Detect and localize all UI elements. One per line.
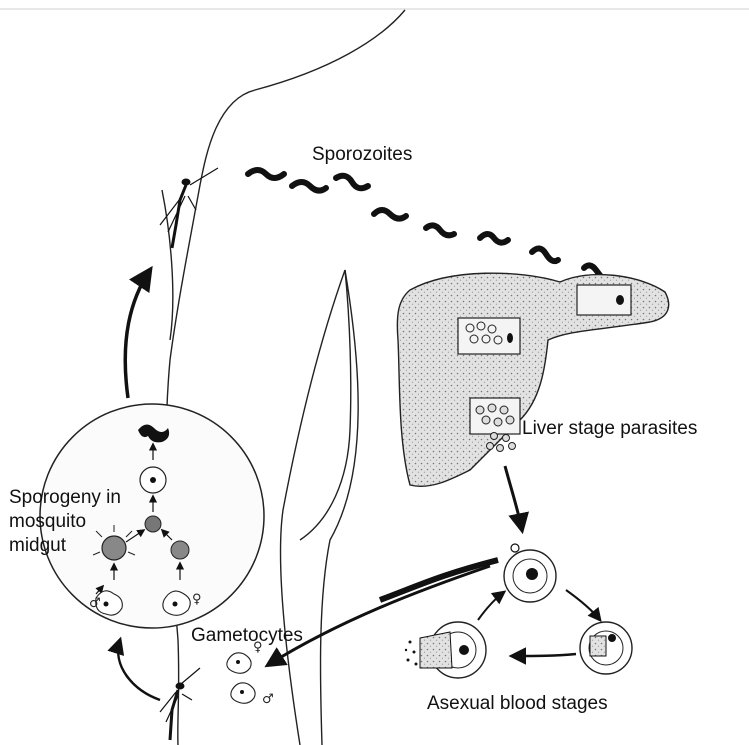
- midgut-to-mosquito-arrow: [125, 270, 150, 398]
- mosquito-bottom-icon: [160, 668, 200, 740]
- sporozoite-chain: [248, 170, 604, 280]
- asexual-blood-stages-label: Asexual blood stages: [427, 692, 608, 716]
- sporozoites-label: Sporozoites: [312, 143, 412, 167]
- gametocytes-label: Gametocytes: [191, 624, 303, 648]
- liver-to-blood-arrow: [505, 466, 522, 530]
- sporogeny-label-line1: Sporogeny in: [9, 486, 121, 510]
- ring-to-schizont-arrow: [566, 590, 600, 620]
- mosquito-to-midgut-arrow: [118, 640, 160, 700]
- sporogeny-label-line3: midgut: [9, 534, 121, 558]
- female-symbol-icon: ♀: [192, 592, 202, 607]
- liver-stage-label: Liver stage parasites: [522, 417, 697, 441]
- sporogeny-label: Sporogeny in mosquito midgut: [9, 486, 121, 558]
- blood-cell-ring-stage: [504, 544, 556, 602]
- blood-cell-rupturing: [405, 622, 486, 678]
- gametocyte-cells: [227, 653, 255, 703]
- schizont-to-rupture-arrow: [512, 654, 576, 656]
- gametocyte-female-symbol-icon: ♀: [253, 640, 263, 655]
- sporogeny-label-line2: mosquito: [9, 510, 121, 534]
- blood-cell-schizont: [580, 622, 632, 674]
- male-symbol-icon: ♂: [89, 596, 101, 611]
- gametocyte-male-symbol-icon: ♂: [262, 692, 274, 707]
- liver-organ: [397, 273, 668, 486]
- rupture-to-ring-arrow: [478, 592, 504, 620]
